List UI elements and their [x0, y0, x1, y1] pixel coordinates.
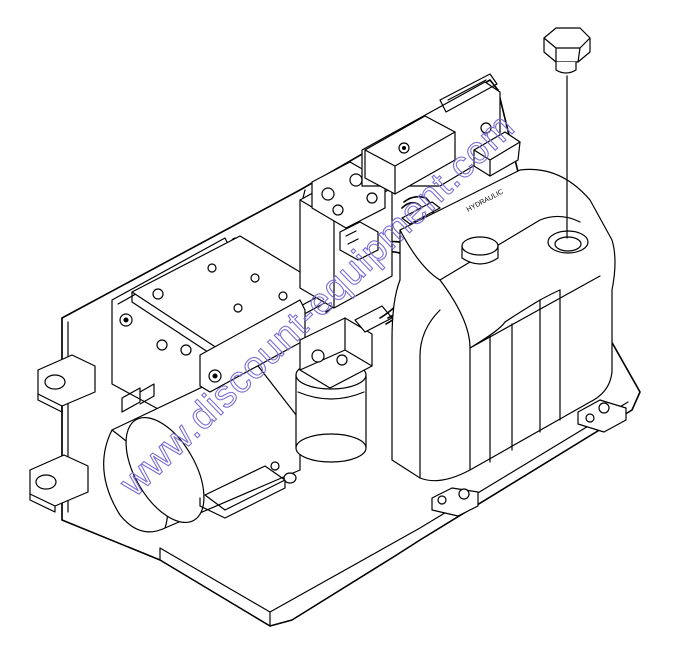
top-panel [361, 73, 521, 195]
control-box [299, 161, 393, 309]
electric-motor [103, 361, 301, 533]
mounting-tab-upper [37, 354, 96, 413]
pump-mount-bracket [131, 235, 331, 393]
hydraulic-filter [295, 305, 393, 463]
hydraulic-reservoir: HYDRAULIC [391, 168, 627, 517]
mounting-tab-lower [29, 454, 89, 513]
fill-cap [543, 27, 591, 239]
